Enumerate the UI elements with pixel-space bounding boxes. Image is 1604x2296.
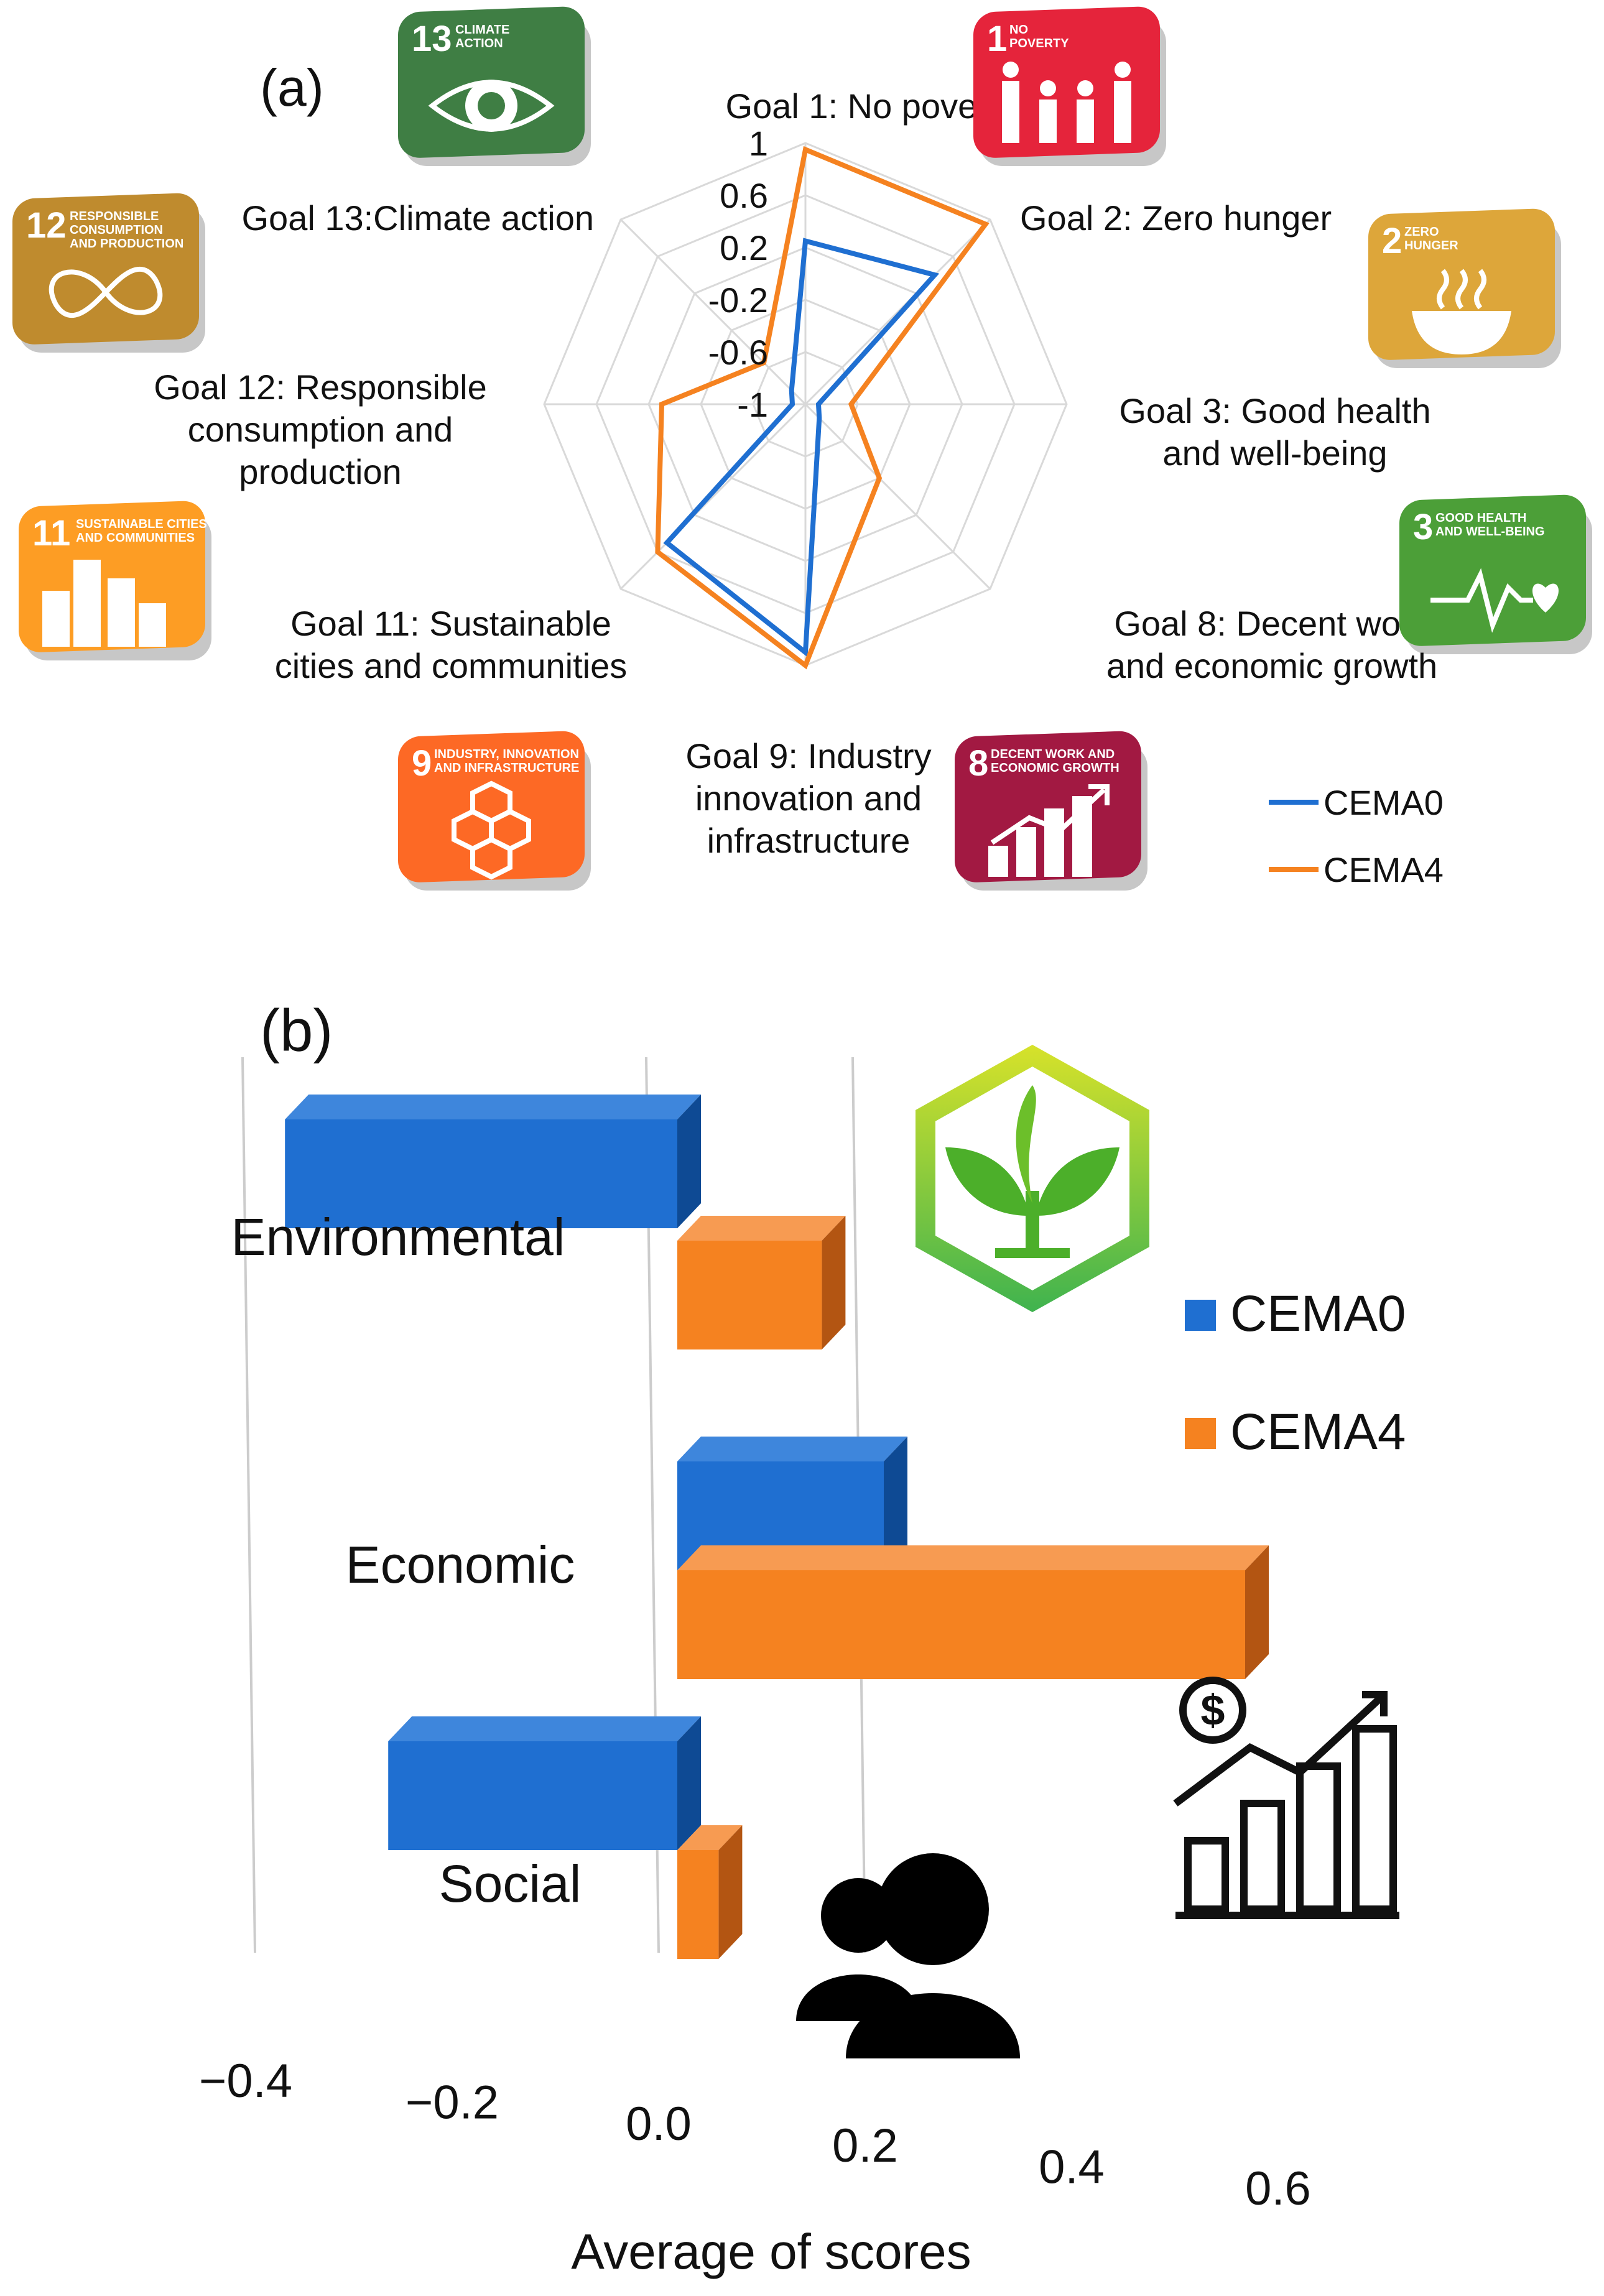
- radar-tick-label: 1: [749, 124, 768, 163]
- x-tick-label: 0.4: [1039, 2141, 1105, 2193]
- category-label: Social: [439, 1854, 582, 1913]
- people-icon: [796, 1853, 1020, 2058]
- sdg-tile-number: 12: [26, 205, 67, 246]
- bar-x-tick-labels: −0.4 −0.2 0.0 0.2 0.4 0.6: [199, 2055, 1311, 2215]
- sdg-tile-number: 8: [968, 743, 988, 784]
- bar-environmental-cema4: [677, 1216, 846, 1349]
- radar-tick-label: -1: [737, 385, 768, 424]
- radar-axis-label: Goal 1: No poverty: [726, 86, 1016, 126]
- x-tick-label: 0.0: [626, 2098, 692, 2150]
- sdg-tile-number: 9: [412, 743, 432, 784]
- legend-label: CEMA4: [1324, 850, 1444, 889]
- sdg-tile-number: 13: [412, 19, 452, 59]
- category-label: Economic: [346, 1535, 575, 1594]
- money-growth-icon: $: [1173, 1677, 1399, 1919]
- radar-series-cema4: [655, 146, 990, 670]
- x-axis-title: Average of scores: [571, 2224, 971, 2279]
- sdg-tile-number: 3: [1413, 507, 1433, 547]
- bowl-icon: [1412, 269, 1511, 354]
- radar-spoke: [619, 218, 807, 405]
- x-tick-label: 0.6: [1245, 2162, 1311, 2215]
- cubes-icon: [452, 780, 531, 880]
- radar-spoke: [619, 403, 807, 590]
- sdg-tile-number: 2: [1382, 221, 1402, 261]
- radar-tick-label: 0.2: [720, 228, 768, 267]
- radar-axis-label: Goal 2: Zero hunger: [1020, 198, 1332, 238]
- svg-text:$: $: [1201, 1686, 1225, 1734]
- legend-label: CEMA0: [1324, 783, 1444, 822]
- bar-social-cema0: [388, 1716, 701, 1850]
- city-icon: [42, 560, 166, 647]
- bar-economic-cema4: [677, 1545, 1269, 1679]
- family-icon: [1002, 62, 1131, 143]
- radar-spoke: [804, 403, 991, 590]
- radar-tick-label: -0.2: [708, 280, 769, 320]
- sdg-tile-number: 1: [987, 19, 1007, 59]
- panel-b-label: (b): [260, 998, 333, 1064]
- legend-swatch-cema0: [1185, 1300, 1216, 1331]
- bar-environmental-cema0: [285, 1095, 701, 1228]
- radar-tick-labels: 1 0.6 0.2 -0.2 -0.6 -1: [708, 124, 769, 424]
- panel-a-label: (a): [260, 58, 324, 117]
- radar-series: [655, 146, 990, 670]
- radar-chart-panel: (a) 1 0.6 0.2 -0.2 -0.6 -1 Goal 1: No poverty…: [12, 6, 1592, 891]
- legend-swatch-cema4: [1185, 1418, 1216, 1449]
- radar-grid: [543, 142, 1068, 667]
- bar-series: [285, 1095, 1269, 1959]
- sdg-tile-number: 11: [32, 513, 70, 553]
- radar-spoke: [804, 218, 991, 405]
- x-tick-label: −0.4: [199, 2055, 292, 2108]
- infinity-icon: [49, 266, 163, 318]
- category-label: Environmental: [231, 1208, 565, 1266]
- x-tick-label: −0.2: [406, 2076, 499, 2129]
- radar-tick-label: -0.6: [708, 333, 769, 372]
- legend-label: CEMA4: [1230, 1404, 1406, 1460]
- legend-label: CEMA0: [1230, 1285, 1406, 1342]
- growth-chart-icon: [988, 784, 1110, 877]
- globe-eye-icon: [428, 80, 555, 132]
- radar-axis-label: Goal 13:Climate action: [241, 198, 594, 238]
- radar-series-cema0: [663, 238, 940, 657]
- x-tick-label: 0.2: [832, 2119, 898, 2172]
- heartbeat-icon: [1430, 568, 1559, 633]
- gridline: [241, 1057, 256, 1953]
- radar-tick-label: 0.6: [720, 176, 768, 215]
- bar-social-cema4: [677, 1825, 743, 1959]
- plant-shield-icon: [916, 1045, 1149, 1312]
